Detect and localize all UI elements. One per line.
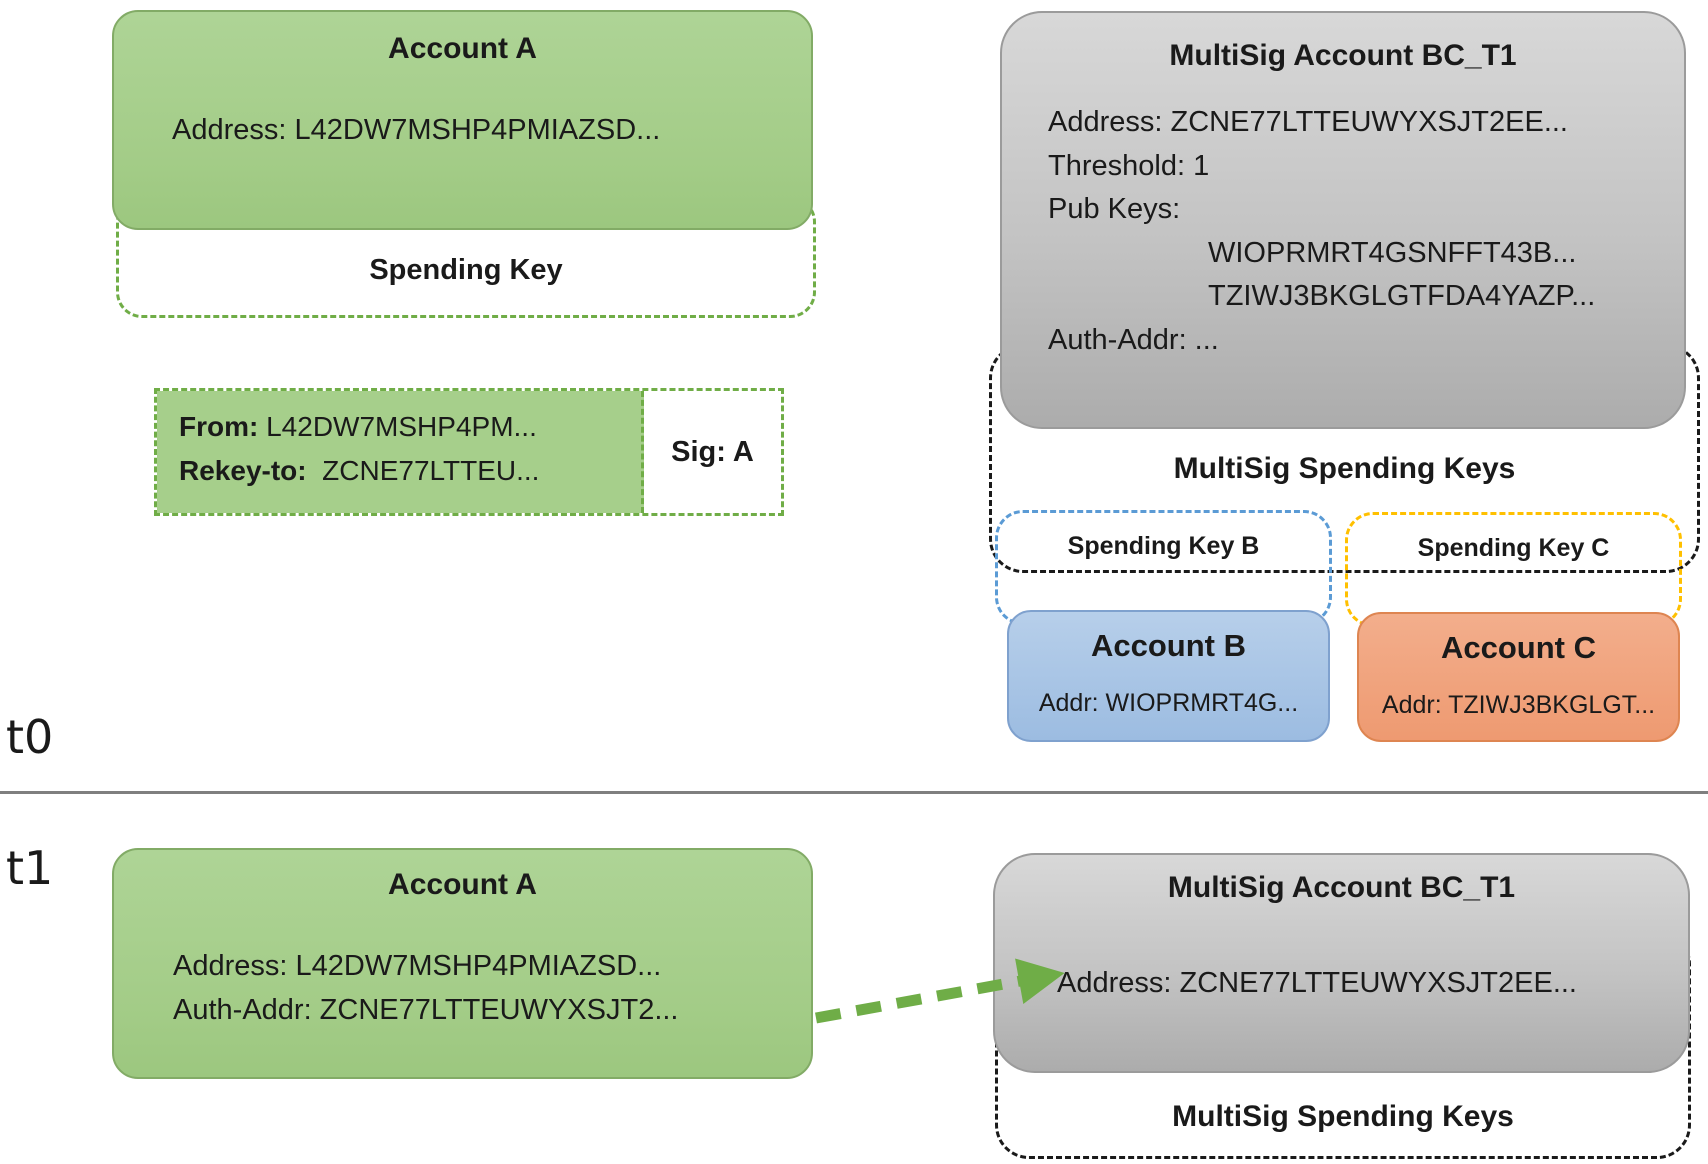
account-c-title: Account C xyxy=(1441,630,1596,665)
rekey-transaction-fields: From: L42DW7MSHP4PM... Rekey-to: ZCNE77L… xyxy=(157,391,644,513)
account-b-box: Account B Addr: WIOPRMRT4G... xyxy=(1007,610,1330,742)
rekey-transaction-box: From: L42DW7MSHP4PM... Rekey-to: ZCNE77L… xyxy=(154,388,784,516)
txn-rekey-label: Rekey-to: xyxy=(179,455,307,486)
spending-key-c-label: Spending Key C xyxy=(1417,534,1610,562)
multisig-details-t0: Address: ZCNE77LTTEUWYXSJT2EE... Thresho… xyxy=(1002,101,1684,362)
account-a-title-t1: Account A xyxy=(388,868,537,901)
txn-from-value: L42DW7MSHP4PM... xyxy=(258,411,537,442)
time-label-t0: t0 xyxy=(6,710,54,764)
multisig-spending-keys-heading-t0: MultiSig Spending Keys xyxy=(1173,452,1516,485)
timeline-divider xyxy=(0,791,1708,794)
multisig-auth-addr-t0: Auth-Addr: ... xyxy=(1048,323,1219,356)
multisig-pubkey-1: WIOPRMRT4GSNFFT43B... xyxy=(1208,236,1577,269)
account-b-title: Account B xyxy=(1091,628,1246,663)
multisig-title-t1: MultiSig Account BC_T1 xyxy=(1167,871,1516,904)
account-a-title-t0: Account A xyxy=(388,32,537,65)
multisig-title-t0: MultiSig Account BC_T1 xyxy=(1169,39,1517,72)
spending-key-b-label: Spending Key B xyxy=(1067,532,1260,560)
account-a-address-t0: Address: L42DW7MSHP4PMIAZSD... xyxy=(172,114,661,146)
txn-rekey-line: Rekey-to: ZCNE77LTTEU... xyxy=(179,449,641,493)
account-a-address-t1: Address: L42DW7MSHP4PMIAZSD... xyxy=(173,950,662,982)
txn-from-line: From: L42DW7MSHP4PM... xyxy=(179,405,641,449)
spending-key-a-label: Spending Key xyxy=(369,254,563,286)
multisig-spending-keys-heading-t1: MultiSig Spending Keys xyxy=(1172,1100,1514,1133)
account-a-box-t1: Account A Address: L42DW7MSHP4PMIAZSD...… xyxy=(112,848,813,1079)
spending-key-c-dashed-box: Spending Key C xyxy=(1345,512,1682,627)
multisig-account-box-t0: MultiSig Account BC_T1 Address: ZCNE77LT… xyxy=(1000,11,1686,429)
multisig-pubkey-2: TZIWJ3BKGLGTFDA4YAZP... xyxy=(1208,280,1596,312)
txn-signature: Sig: A xyxy=(671,435,754,468)
txn-rekey-value: ZCNE77LTTEU... xyxy=(306,455,540,486)
multisig-threshold-t0: Threshold: 1 xyxy=(1048,149,1210,182)
account-b-addr: Addr: WIOPRMRT4G... xyxy=(1038,689,1299,717)
account-a-box-t0: Account A Address: L42DW7MSHP4PMIAZSD... xyxy=(112,10,813,230)
time-label-t1: t1 xyxy=(6,841,54,895)
account-a-auth-addr-t1: Auth-Addr: ZCNE77LTTEUWYXSJT2... xyxy=(173,994,679,1026)
account-c-addr: Addr: TZIWJ3BKGLGT... xyxy=(1381,691,1656,719)
multisig-account-box-t1: MultiSig Account BC_T1 Address: ZCNE77LT… xyxy=(993,853,1690,1073)
txn-from-label: From: xyxy=(179,411,259,442)
account-a-details-t1: Address: L42DW7MSHP4PMIAZSD... Auth-Addr… xyxy=(114,944,811,1032)
multisig-pubkeys-label-t0: Pub Keys: xyxy=(1048,193,1181,225)
rekey-arrow xyxy=(815,958,1065,1024)
multisig-address-t1: Address: ZCNE77LTTEUWYXSJT2EE... xyxy=(1057,967,1577,999)
spending-key-b-dashed-box: Spending Key B xyxy=(995,510,1332,625)
multisig-address-t0: Address: ZCNE77LTTEUWYXSJT2EE... xyxy=(1048,106,1568,138)
account-c-box: Account C Addr: TZIWJ3BKGLGT... xyxy=(1357,612,1680,742)
